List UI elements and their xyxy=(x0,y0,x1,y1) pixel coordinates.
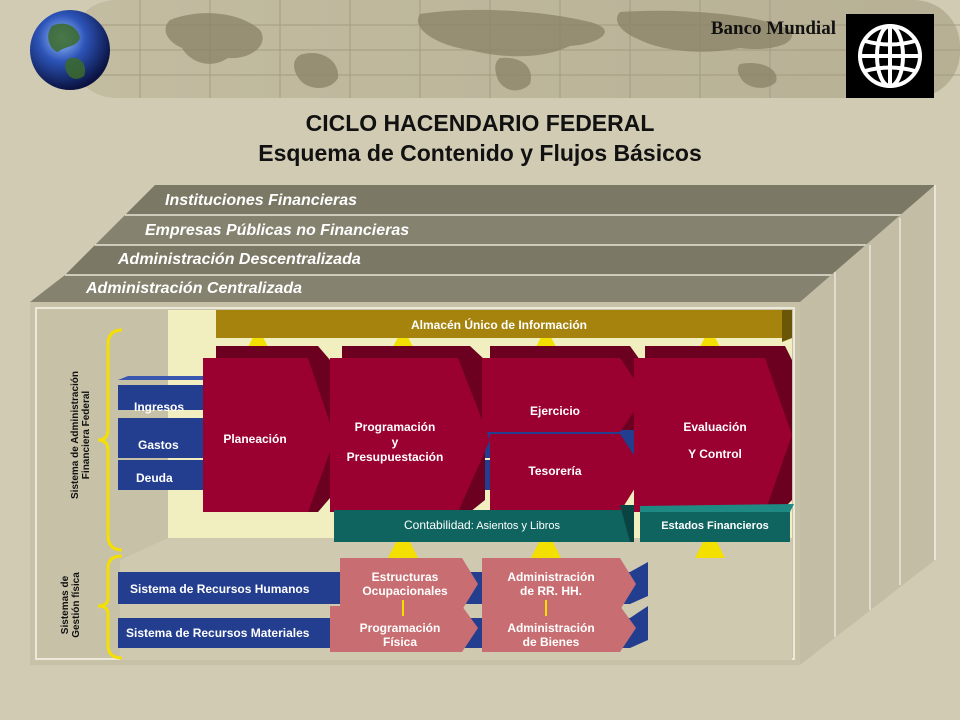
diagram-title: CICLO HACENDARIO FEDERAL Esquema de Cont… xyxy=(0,108,960,168)
rm-system-label: Sistema de Recursos Materiales xyxy=(126,626,310,640)
financial-system-label: Sistema de Administración Financiera Fed… xyxy=(70,371,92,499)
globe-grid-icon xyxy=(858,24,922,88)
evaluacion-stage xyxy=(634,346,792,512)
tier-label-empresas: Empresas Públicas no Financieras xyxy=(145,222,410,239)
budget-row-gastos: Gastos xyxy=(138,438,179,452)
programacion-label: Programación y Presupuestación xyxy=(346,420,444,464)
admin-bienes-box xyxy=(482,606,636,652)
header-map-banner xyxy=(0,0,960,100)
evaluacion-label: Evaluación Y Control xyxy=(683,420,747,461)
tesoreria-label: Tesorería xyxy=(528,464,582,478)
budget-row-deuda: Deuda xyxy=(136,471,173,485)
contabilidad-label: Contabilidad: Asientos y Libros xyxy=(404,518,560,532)
admin-bienes-label: Administración de Bienes xyxy=(507,621,595,649)
title-line-1: CICLO HACENDARIO FEDERAL xyxy=(305,110,655,136)
budget-row-ingresos: Ingresos xyxy=(134,400,185,414)
info-store-bar xyxy=(216,310,792,338)
bank-name: Banco Mundial xyxy=(710,18,836,39)
prog-fisica-box xyxy=(330,606,478,652)
estados-bar xyxy=(640,512,790,542)
estructuras-label: Estructuras Ocupacionales xyxy=(362,570,448,598)
estructuras-box xyxy=(340,558,478,610)
tier-label-instituciones: Instituciones Financieras xyxy=(165,192,358,209)
ejercicio-label: Ejercicio xyxy=(529,404,581,418)
programacion-stage xyxy=(330,346,490,512)
tier-band-centralizada xyxy=(30,275,885,302)
tier-band-instituciones xyxy=(125,185,935,215)
title-line-2: Esquema de Contenido y Flujos Básicos xyxy=(258,140,702,166)
brace-management-systems xyxy=(97,554,123,660)
right-side-panel xyxy=(800,185,935,665)
tier-band-descentralizada xyxy=(65,245,905,275)
management-systems-label: Sistemas de Gestión física xyxy=(59,572,82,638)
info-store-label: Almacén Único de Información xyxy=(410,318,588,332)
estados-label: Estados Financieros xyxy=(661,520,769,532)
management-systems-label-wrap: Sistemas de Gestión física xyxy=(26,560,116,650)
financial-system-label-wrap: Sistema de Administración Financiera Fed… xyxy=(26,371,136,499)
prog-fisica-label: Programación Física xyxy=(359,621,441,649)
ejercicio-stage xyxy=(482,346,645,432)
planeacion-label: Planeación xyxy=(223,432,287,446)
tesoreria-stage xyxy=(490,434,645,512)
admin-rrhh-box xyxy=(482,558,636,610)
world-bank-logo xyxy=(846,14,934,98)
admin-rrhh-label: Administración de RR. HH. xyxy=(507,570,595,598)
rrhh-system-label: Sistema de Recursos Humanos xyxy=(130,582,310,596)
tier-label-centralizada: Administración Centralizada xyxy=(86,280,303,297)
brace-financial-system xyxy=(97,328,123,552)
tier-label-descentralizada: Administración Descentralizada xyxy=(118,251,361,268)
contabilidad-bar xyxy=(334,510,630,542)
planeacion-stage xyxy=(203,346,335,512)
tier-band-empresas xyxy=(95,215,920,245)
